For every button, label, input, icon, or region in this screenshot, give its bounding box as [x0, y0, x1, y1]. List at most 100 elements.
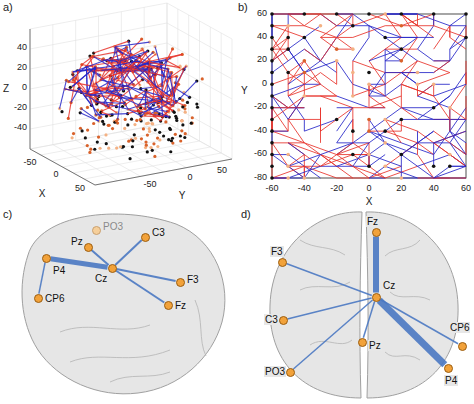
tick-label: 40: [17, 43, 27, 53]
connection-line: [418, 155, 434, 178]
source-point: [180, 129, 183, 132]
connection-line: [401, 14, 433, 26]
connection-line: [450, 131, 466, 154]
connection-line: [434, 84, 466, 96]
source-point: [367, 12, 371, 16]
source-point: [79, 127, 82, 130]
source-point: [184, 111, 187, 114]
source-point: [88, 151, 91, 154]
source-point: [150, 122, 153, 125]
brain-outline: [22, 214, 225, 394]
source-point: [131, 145, 134, 148]
source-point: [123, 127, 126, 130]
grid-line: [52, 135, 189, 161]
connectivity-edge: [380, 299, 458, 344]
connection-line: [385, 72, 417, 73]
connection-line: [133, 69, 134, 72]
source-point: [180, 119, 183, 122]
connection-line: [418, 25, 434, 26]
connection-line: [112, 61, 136, 86]
source-point: [270, 36, 274, 40]
source-point: [102, 123, 105, 126]
source-point: [158, 131, 161, 134]
tick-label: 20: [396, 184, 406, 194]
source-point: [93, 148, 96, 151]
source-point: [319, 24, 323, 28]
connection-line: [450, 37, 466, 49]
source-point: [115, 120, 118, 123]
source-point: [131, 139, 134, 142]
connection-line: [272, 49, 288, 50]
tick-label: 20: [257, 55, 267, 65]
source-point: [89, 148, 92, 151]
connection-line: [106, 93, 120, 97]
connection-line: [369, 49, 401, 61]
source-point: [115, 146, 118, 149]
axis-title: Y: [179, 190, 186, 201]
source-point: [286, 153, 290, 157]
connection-line: [337, 178, 369, 179]
tick-label: 0: [366, 184, 371, 194]
brain-gyri: [60, 300, 206, 382]
electrode-label: CP6: [449, 322, 470, 333]
source-point: [135, 119, 138, 122]
tick-label: -40: [254, 126, 267, 136]
connection-line: [86, 66, 88, 93]
connection-line: [418, 49, 434, 61]
tick-label: 60: [257, 9, 267, 19]
connection-line: [304, 26, 320, 38]
tick-label: -40: [298, 184, 311, 194]
connection-line: [272, 131, 304, 143]
connection-line: [385, 14, 401, 37]
grid-line: [167, 43, 232, 79]
connection-line: [450, 25, 466, 26]
source-point: [104, 133, 107, 136]
panel-letter: b): [238, 1, 248, 13]
axis-line: [30, 29, 31, 149]
source-point: [400, 153, 404, 157]
connection-line: [449, 49, 450, 61]
connection-line: [369, 119, 385, 142]
connection-line: [417, 131, 418, 143]
source-point: [152, 142, 155, 145]
connection-line: [401, 107, 433, 108]
source-point: [286, 24, 290, 28]
connection-line: [418, 143, 434, 155]
connection-line: [304, 61, 320, 84]
connection-line: [434, 96, 450, 108]
connection-line: [76, 65, 82, 79]
source-point: [270, 94, 274, 98]
grid-line: [30, 43, 167, 69]
connection-line: [369, 155, 385, 167]
connection-line: [90, 89, 129, 96]
connection-line: [369, 131, 401, 154]
connection-line: [95, 69, 96, 92]
grid-line: [144, 127, 209, 163]
electrode-label: Cz: [382, 280, 396, 291]
connection-line: [401, 119, 417, 120]
tick-label: 40: [257, 32, 267, 42]
grid-line: [41, 129, 178, 155]
connection-line: [450, 14, 466, 26]
connection-line: [385, 119, 401, 142]
connection-line: [434, 26, 450, 49]
connection-line: [353, 107, 385, 108]
connection-line: [369, 96, 385, 108]
source-point: [270, 47, 274, 51]
connection-line: [320, 108, 321, 120]
electrode-node: Fz: [372, 228, 381, 237]
connection-line: [115, 47, 148, 62]
brain-top: [270, 212, 458, 398]
source-point: [270, 176, 274, 180]
source-point: [60, 110, 63, 113]
source-point: [126, 123, 129, 126]
source-point: [186, 101, 189, 104]
connection-line: [272, 143, 288, 166]
right-hemisphere: [366, 212, 458, 398]
source-point: [174, 133, 177, 136]
source-point: [144, 140, 147, 143]
connection-line: [288, 49, 304, 72]
grid-line: [167, 63, 232, 99]
source-point: [335, 12, 339, 16]
